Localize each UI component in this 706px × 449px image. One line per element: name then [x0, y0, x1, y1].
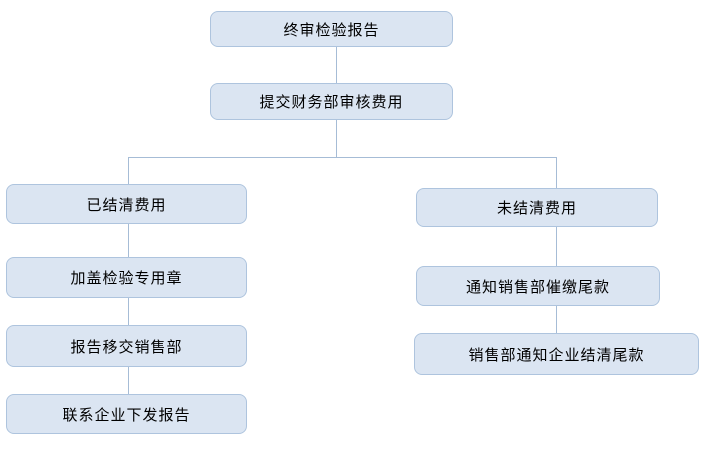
flow-node-fees-unsettled: 未结清费用: [416, 188, 658, 227]
flow-node-notify-sales-collect: 通知销售部催缴尾款: [416, 266, 660, 306]
connector-stamp-to-transfer: [128, 298, 129, 325]
flow-node-label: 联系企业下发报告: [62, 406, 191, 424]
connector-branch-right-drop: [556, 157, 557, 188]
flow-node-report-to-sales-dept: 报告移交销售部: [6, 325, 247, 367]
connector-submit-down: [336, 120, 337, 157]
connector-unsettled-to-notify: [556, 227, 557, 266]
flow-node-label: 提交财务部审核费用: [259, 94, 404, 111]
flow-node-label: 通知销售部催缴尾款: [465, 278, 610, 296]
flow-node-stamp-inspection-seal: 加盖检验专用章: [6, 257, 247, 298]
flow-node-fees-settled: 已结清费用: [6, 184, 247, 224]
flow-node-contact-enterprise-issue: 联系企业下发报告: [6, 394, 247, 434]
flow-node-submit-finance-review: 提交财务部审核费用: [210, 83, 453, 120]
connector-transfer-to-contact: [128, 367, 129, 394]
flow-node-sales-notify-enterprise: 销售部通知企业结清尾款: [414, 333, 699, 375]
connector-branch-horizontal: [128, 157, 557, 158]
flow-node-label: 报告移交销售部: [70, 338, 183, 356]
flow-node-label: 终审检验报告: [283, 21, 380, 39]
connector-branch-left-drop: [128, 157, 129, 184]
flow-node-label: 加盖检验专用章: [70, 270, 183, 287]
flow-node-label: 销售部通知企业结清尾款: [468, 346, 645, 364]
connector-top-to-submit: [336, 47, 337, 83]
connector-settled-to-stamp: [128, 224, 129, 257]
flow-node-final-inspection-report: 终审检验报告: [210, 11, 453, 47]
flow-node-label: 已结清费用: [86, 196, 167, 214]
flow-node-label: 未结清费用: [496, 200, 577, 217]
connector-notify-to-sales: [556, 306, 557, 333]
